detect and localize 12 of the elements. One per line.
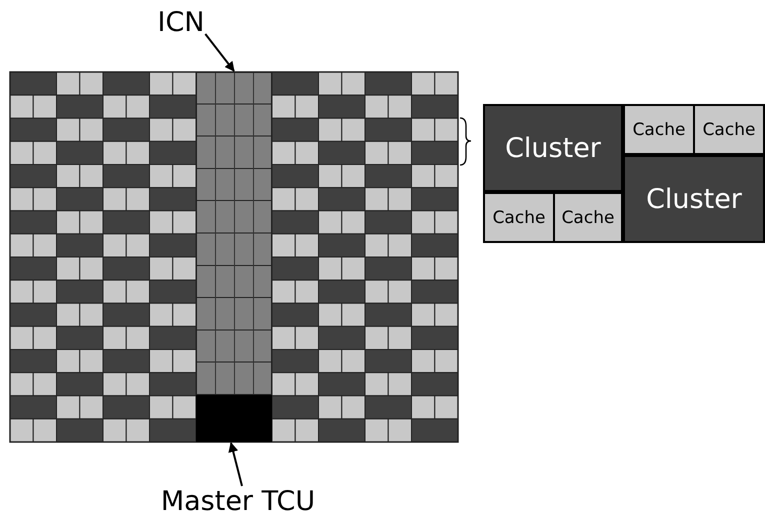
master-tcu-label: Master TCU — [148, 482, 328, 520]
cache-block: Cache — [625, 106, 693, 153]
interconnect-column — [196, 72, 272, 395]
leader-arrow — [228, 442, 243, 486]
cluster-block: Cluster — [485, 106, 621, 190]
leader-arrow — [204, 33, 235, 72]
cache-block: Cache — [695, 106, 763, 153]
cache-block: Cache — [485, 194, 553, 241]
icn-label: ICN — [152, 2, 210, 42]
cache-block: Cache — [555, 194, 621, 241]
cluster-block: Cluster — [625, 157, 763, 241]
master-tcu-block — [196, 395, 272, 442]
